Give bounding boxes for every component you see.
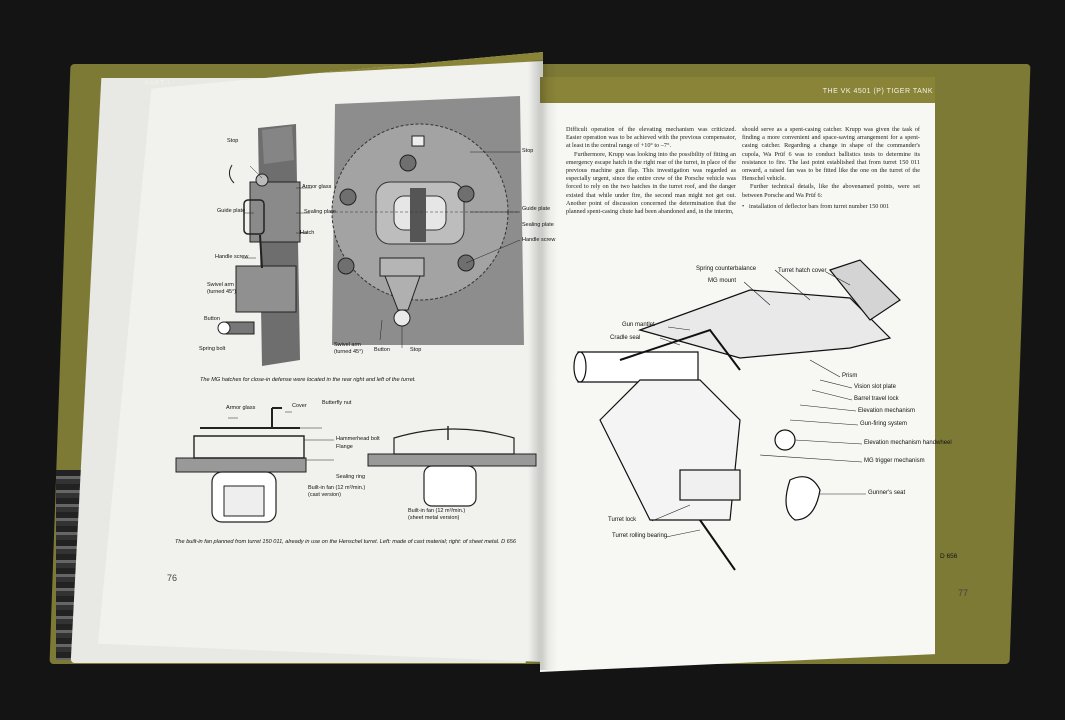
plan-label-guide-plate: Guide plate	[522, 206, 551, 212]
right-page	[540, 77, 935, 672]
fan-label-sheet: Built-in fan (12 m³/min.) (sheet metal v…	[408, 508, 466, 521]
turret-label-vision-slot-plate: Vision slot plate	[854, 384, 896, 390]
turret-label-gun-firing-system: Gun-firing system	[860, 421, 908, 427]
col1-paragraph-1: Difficult operation of the elevating mec…	[566, 126, 736, 150]
fan-cast-version	[175, 407, 307, 523]
fan-label-cast: Built-in fan (12 m³/min.) (cast version)	[308, 485, 366, 498]
col1-paragraph-2: Furthermore, Krupp was looking into the …	[566, 150, 736, 216]
right-running-head: THE VK 4501 (P) TIGER TANK	[822, 88, 933, 95]
fan-label-hammerhead-bolt: Hammerhead bolt	[336, 436, 380, 442]
plan-label-stop-top: Stop	[522, 148, 534, 154]
fan-label-cover: Cover	[292, 403, 307, 409]
label-handle-screw: Handle screw	[215, 254, 249, 260]
turret-label-mg-trigger: MG trigger mechanism	[864, 458, 925, 464]
caption-built-in-fan-text: The built-in fan planned from turret 150…	[175, 539, 500, 545]
col2-paragraph-2: Further technical details, like the abov…	[742, 183, 920, 199]
plan-label-swivel-arm: Swivel arm (turned 45°)	[334, 342, 364, 355]
fan-label-sealing-ring: Sealing ring	[336, 474, 366, 480]
right-page-number: 77	[958, 588, 969, 598]
right-header-band	[540, 77, 935, 103]
turret-label-elevation-mechanism: Elevation mechanism	[858, 408, 916, 414]
turret-label-spring-counterbalance: Spring counterbalance	[696, 266, 757, 272]
turret-label-gun-mantlet: Gun mantlet	[622, 322, 655, 328]
caption-built-in-fan: The built-in fan planned from turret 150…	[175, 539, 516, 545]
label-guide-plate: Guide plate	[217, 208, 246, 214]
fan-sheet-version	[367, 426, 537, 507]
turret-diagram-ref: D 656	[940, 553, 958, 560]
hatch-side-view	[217, 124, 301, 366]
caption-built-in-fan-ref: D 656	[501, 539, 517, 545]
left-leader-lines	[228, 151, 521, 461]
fan-label-flange: Flange	[336, 444, 353, 450]
hatch-plan-view	[330, 96, 524, 345]
left-page-number: 76	[167, 573, 178, 583]
label-hatch: Hatch	[300, 230, 315, 236]
col2-bullet: installation of deflector bars from turr…	[742, 203, 920, 211]
plan-label-sealing-plate: Sealing plate	[522, 222, 554, 228]
plan-label-handle-screw: Handle screw	[522, 237, 556, 243]
label-swivel-arm: Swivel arm (turned 45°)	[207, 282, 237, 295]
fan-label-armor-glass: Armor glass	[226, 405, 256, 411]
turret-label-barrel-travel-lock: Barrel travel lock	[854, 396, 899, 402]
fan-label-butterfly-nut: Butterfly nut	[322, 400, 352, 406]
label-stop: Stop	[227, 138, 239, 144]
plan-label-stop-bottom: Stop	[410, 347, 422, 353]
turret-label-hatch-cover: Turret hatch cover	[778, 268, 827, 274]
label-spring-bolt: Spring bolt	[199, 346, 226, 352]
label-sealing-plate: Sealing plate	[304, 209, 336, 215]
turret-label-turret-lock: Turret lock	[608, 517, 637, 523]
turret-label-gunners-seat: Gunner's seat	[868, 490, 906, 496]
turret-label-cradle-seal: Cradle seal	[610, 335, 641, 341]
right-text-column-1: Difficult operation of the elevating mec…	[566, 126, 736, 216]
turret-label-rolling-bearing: Turret rolling bearing	[612, 533, 668, 539]
turret-label-mg-mount: MG mount	[708, 278, 737, 284]
caption-mg-hatches: The MG hatches for close-in defense were…	[200, 377, 416, 383]
plan-label-button: Button	[374, 347, 390, 353]
turret-leader-lines	[651, 269, 866, 538]
turret-label-prism: Prism	[842, 373, 858, 379]
label-button: Button	[204, 316, 220, 322]
turret-label-elevation-handwheel: Elevation mechanism handwheel	[864, 440, 952, 446]
label-armor-glass: Armor glass	[302, 184, 332, 190]
col2-paragraph-1: should serve as a spent-casing catcher. …	[742, 126, 920, 183]
right-text-column-2: should serve as a spent-casing catcher. …	[742, 126, 920, 211]
